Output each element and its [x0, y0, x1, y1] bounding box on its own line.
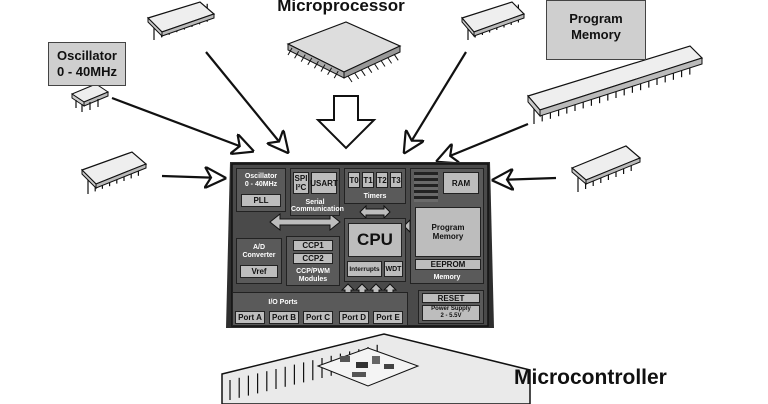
- die-timer-t2: T2: [376, 172, 388, 188]
- die-cpu-block: CPU Interrupts WDT: [344, 218, 406, 282]
- die-ram: RAM: [443, 172, 479, 194]
- die-program-memory: Program Memory: [415, 207, 481, 257]
- die-wdt: WDT: [384, 261, 403, 277]
- program-memory-chip: [526, 45, 704, 124]
- program-memory-callout: Program Memory: [546, 0, 646, 60]
- die-timers-label: Timers: [363, 193, 387, 200]
- die-power-label-2: 2 - 5.5V: [440, 313, 462, 319]
- die-ccp-block: CCP1 CCP2 CCP/PWM Modules: [286, 236, 340, 286]
- die-program-memory-label-1: Program: [431, 223, 465, 232]
- dip-chip-right: [570, 145, 642, 192]
- die-reset-block: RESET Power Supply 2 - 5.5V: [418, 290, 484, 324]
- die-serial-label-2: Communication: [291, 206, 344, 213]
- microcontroller-chip: [221, 333, 531, 404]
- die-interrupts: Interrupts: [347, 261, 382, 277]
- die-power-supply: Power Supply 2 - 5.5V: [422, 305, 480, 321]
- die-port-d: Port D: [339, 311, 369, 324]
- die-memory-label: Memory: [433, 274, 461, 281]
- oscillator-chip: [70, 83, 110, 112]
- program-memory-label-line2: Memory: [571, 27, 621, 42]
- die-spi-i2c: SPI I²C: [293, 172, 309, 194]
- microprocessor-chip: [286, 21, 402, 83]
- die-i2c-label: I²C: [295, 183, 307, 192]
- dip-chip-top-left: [146, 1, 216, 40]
- die-ad-block: A/D Converter Vref: [236, 238, 282, 284]
- die-power-label-1: Power Supply: [431, 306, 471, 312]
- die-ccp1: CCP1: [293, 240, 333, 251]
- die-memory-stripes: [414, 172, 438, 202]
- die-vref: Vref: [240, 265, 278, 278]
- die-timers-block: T0 T1 T2 T3 Timers: [344, 168, 406, 204]
- die-timer-t1: T1: [362, 172, 374, 188]
- die-cpu: CPU: [348, 223, 402, 257]
- die-eeprom: EEPROM: [415, 259, 481, 270]
- die-ccp-label-2: Modules: [298, 276, 328, 283]
- die-timer-t0: T0: [348, 172, 360, 188]
- oscillator-label-line2: 0 - 40MHz: [57, 64, 117, 79]
- die-reset: RESET: [422, 293, 480, 303]
- die-serial-block: SPI I²C USART Serial Communication: [290, 168, 344, 216]
- die-spi-label: SPI: [294, 174, 308, 183]
- die-io-ports-label: I/O Ports: [268, 299, 298, 306]
- die-ad-label-2: Converter: [242, 252, 276, 259]
- die-port-b: Port B: [269, 311, 299, 324]
- die-timer-t3: T3: [390, 172, 402, 188]
- dip-chip-left: [80, 151, 148, 194]
- die-port-c: Port C: [303, 311, 333, 324]
- die-ad-label-1: A/D: [252, 244, 266, 251]
- microcontroller-label: Microcontroller: [514, 366, 667, 389]
- connection-arrows: [111, 51, 557, 180]
- oscillator-label-line1: Oscillator: [57, 48, 117, 63]
- dip-chip-top-right: [460, 1, 526, 40]
- die-memory-block: RAM Program Memory EEPROM Memory: [410, 168, 484, 284]
- oscillator-callout: Oscillator 0 - 40MHz: [48, 42, 126, 86]
- bus-arrow-horizontal: [269, 212, 341, 232]
- die-ccp2: CCP2: [293, 253, 333, 264]
- die-oscillator-label-1: Oscillator: [244, 173, 278, 180]
- die-oscillator-label-2: 0 - 40MHz: [244, 181, 278, 188]
- big-down-arrow: [315, 95, 377, 150]
- die-port-a: Port A: [235, 311, 265, 324]
- program-memory-label-line1: Program: [569, 11, 623, 26]
- bus-arrow-timers: [359, 204, 391, 220]
- die-pll: PLL: [241, 194, 281, 207]
- die-serial-label-1: Serial: [305, 199, 325, 206]
- die-program-memory-label-2: Memory: [432, 232, 464, 241]
- die-oscillator-block: Oscillator 0 - 40MHz PLL: [236, 168, 286, 212]
- die-port-e: Port E: [373, 311, 403, 324]
- microprocessor-label: Microprocessor: [277, 0, 405, 15]
- die-io-ports-block: I/O Ports Port A Port B Port C Port D Po…: [232, 292, 408, 326]
- die-ccp-label-1: CCP/PWM: [296, 268, 330, 275]
- die-usart: USART: [310, 172, 338, 194]
